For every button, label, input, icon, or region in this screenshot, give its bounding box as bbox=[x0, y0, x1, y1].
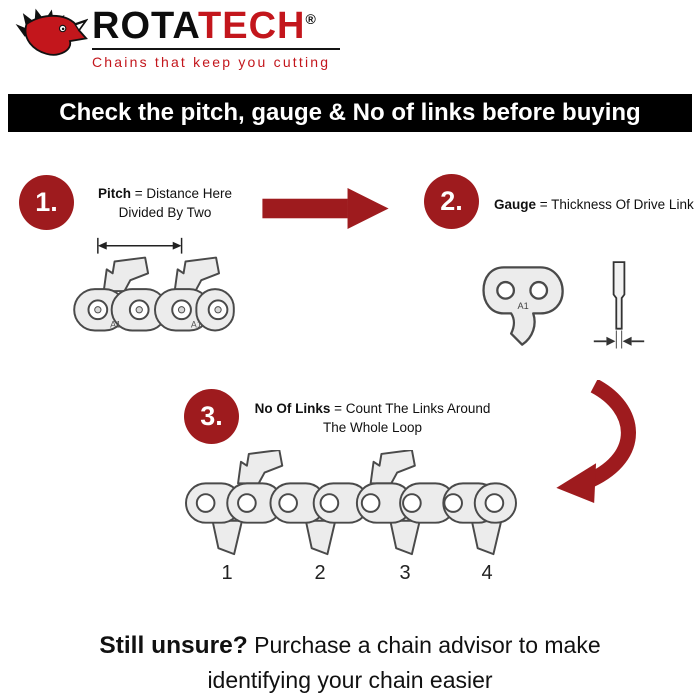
rivet-hole bbox=[319, 493, 340, 513]
rotatech-dragon-logo-icon bbox=[15, 8, 88, 56]
arrow-head bbox=[347, 187, 389, 230]
step-3-badge: 3. bbox=[184, 389, 239, 444]
rivet-hole bbox=[496, 280, 516, 300]
cutter-tooth bbox=[369, 450, 416, 485]
footer-note: Still unsure? Purchase a chain advisor t… bbox=[40, 628, 660, 697]
rivet-hole bbox=[237, 493, 257, 513]
footer-text-line2: identifying your chain easier bbox=[207, 666, 493, 693]
dimension-arrowhead-left bbox=[97, 241, 107, 250]
dragon-head-shape bbox=[24, 14, 88, 56]
a1-stamp: A1 bbox=[191, 320, 202, 330]
chain-pitch-diagram: A1 A1 bbox=[73, 237, 235, 332]
link-number-1: 1 bbox=[221, 562, 233, 584]
rivet-hole bbox=[402, 493, 422, 513]
drive-link-shape: A1 bbox=[482, 266, 564, 346]
drive-tang-2 bbox=[304, 519, 337, 556]
step-2-badge: 2. bbox=[424, 174, 479, 229]
rivet-hole bbox=[484, 493, 505, 513]
step-3-label: No Of Links = Count The Links Around The… bbox=[250, 400, 495, 438]
rivet-hole bbox=[195, 493, 216, 513]
step-1-text: = Distance Here bbox=[131, 186, 232, 201]
brand-rota: ROTA bbox=[92, 5, 199, 47]
a1-stamp: A1 bbox=[517, 301, 528, 311]
drive-link-diagram: A1 bbox=[482, 266, 564, 346]
cutter-tooth-1 bbox=[102, 256, 150, 293]
chain-loop bbox=[185, 450, 517, 556]
thickness-arrowhead-right bbox=[622, 336, 632, 346]
rivet-hole bbox=[443, 493, 463, 513]
curved-arrow-shaft bbox=[586, 380, 636, 488]
brand-wordmark: ROTATECH® bbox=[92, 7, 340, 45]
dimension-arrowhead-right bbox=[172, 241, 182, 250]
pitch-dimension-lines bbox=[97, 237, 183, 254]
dragon-pupil bbox=[61, 27, 65, 31]
footer-bold: Still unsure? bbox=[99, 632, 248, 659]
step-3-text-line2: The Whole Loop bbox=[322, 419, 423, 435]
drive-tang-3 bbox=[389, 519, 421, 556]
link-number-3: 3 bbox=[399, 562, 411, 584]
drive-link-side-profile bbox=[612, 261, 626, 330]
rivet-pin bbox=[94, 306, 102, 314]
gauge-thickness-diagram bbox=[593, 261, 645, 349]
rivet-hole bbox=[529, 280, 549, 300]
logo-divider-rule bbox=[92, 48, 340, 50]
link-number-4: 4 bbox=[481, 562, 493, 584]
chain-loop-diagram bbox=[185, 450, 517, 556]
step-2-text: = Thickness Of Drive Link bbox=[536, 197, 694, 212]
a1-stamp: A1 bbox=[110, 320, 121, 330]
arrow-shaft bbox=[262, 198, 348, 219]
drive-tang-4 bbox=[470, 519, 503, 556]
gauge-strip bbox=[593, 261, 645, 349]
step-1-text-line2: Divided By Two bbox=[118, 204, 212, 220]
step-3-term: No Of Links bbox=[254, 401, 331, 416]
rivet-pin bbox=[214, 306, 222, 314]
registered-mark: ® bbox=[305, 11, 317, 27]
link-number-2: 2 bbox=[314, 562, 326, 584]
curved-arrow-head bbox=[556, 463, 597, 503]
cutter-tooth-2 bbox=[173, 256, 221, 293]
step-1-label: Pitch = Distance Here Divided By Two bbox=[88, 185, 242, 223]
rotatech-logo: ROTATECH® Chains that keep you cutting bbox=[12, 5, 340, 70]
dragon-mouth-shape bbox=[74, 19, 88, 32]
curved-down-arrow-icon bbox=[556, 380, 636, 503]
rivet-hole bbox=[360, 493, 381, 513]
headline-banner: Check the pitch, gauge & No of links bef… bbox=[8, 94, 692, 132]
thickness-arrowhead-left bbox=[606, 336, 616, 346]
chain-segment: A1 A1 bbox=[73, 256, 235, 332]
rivet-hole bbox=[278, 493, 298, 513]
brand-tagline: Chains that keep you cutting bbox=[92, 54, 331, 70]
cutter-tooth bbox=[237, 450, 284, 485]
step-1-term: Pitch bbox=[98, 186, 132, 201]
step-2-label: Gauge = Thickness Of Drive Link bbox=[494, 196, 694, 215]
step-3-text: = Count The Links Around bbox=[330, 401, 491, 416]
step-1-badge: 1. bbox=[19, 175, 74, 230]
logo-text-block: ROTATECH® Chains that keep you cutting bbox=[92, 5, 340, 70]
brand-tech: TECH bbox=[198, 5, 306, 47]
step-2-term: Gauge bbox=[494, 197, 537, 212]
footer-text: Purchase a chain advisor to make bbox=[247, 632, 601, 658]
rivet-pin bbox=[135, 306, 143, 314]
right-arrow-icon bbox=[262, 187, 389, 230]
rivet-pin bbox=[177, 306, 186, 314]
drive-tang-1 bbox=[211, 519, 243, 556]
